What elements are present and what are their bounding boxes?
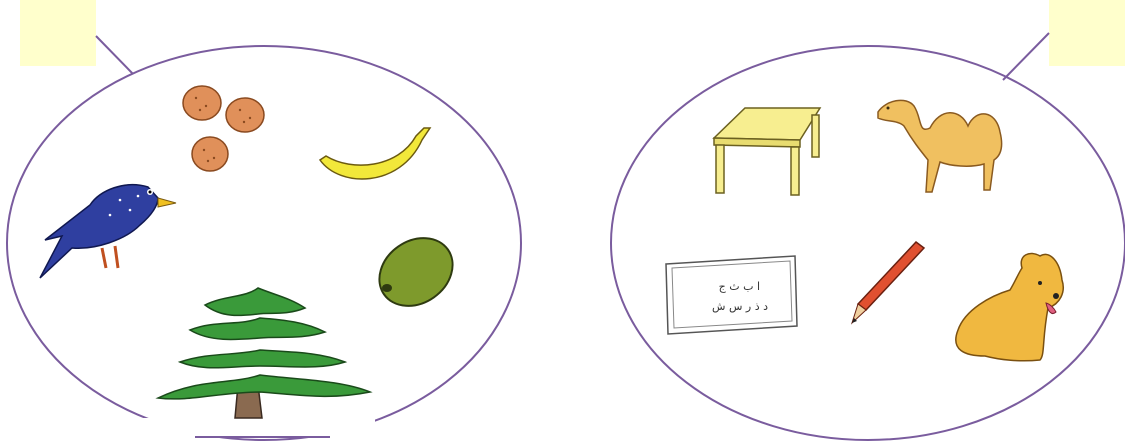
dog-icon <box>956 253 1063 360</box>
olive-icon <box>366 224 465 320</box>
right-oval <box>611 46 1125 440</box>
pencil-icon <box>852 242 924 323</box>
camel-icon <box>878 100 1002 192</box>
bird-icon <box>40 185 176 278</box>
right-connector-line <box>1003 33 1049 80</box>
board-line-2: د ذ ر س ش <box>712 300 768 313</box>
banana-icon <box>320 128 430 179</box>
walnut-icon <box>183 86 264 171</box>
cedar-tree-icon <box>158 288 370 418</box>
table-icon <box>714 108 820 195</box>
left-connector-line <box>96 36 133 74</box>
board-icon: ا ب ث ج د ذ ر س ش <box>666 256 797 334</box>
board-line-1: ا ب ث ج <box>719 280 760 293</box>
